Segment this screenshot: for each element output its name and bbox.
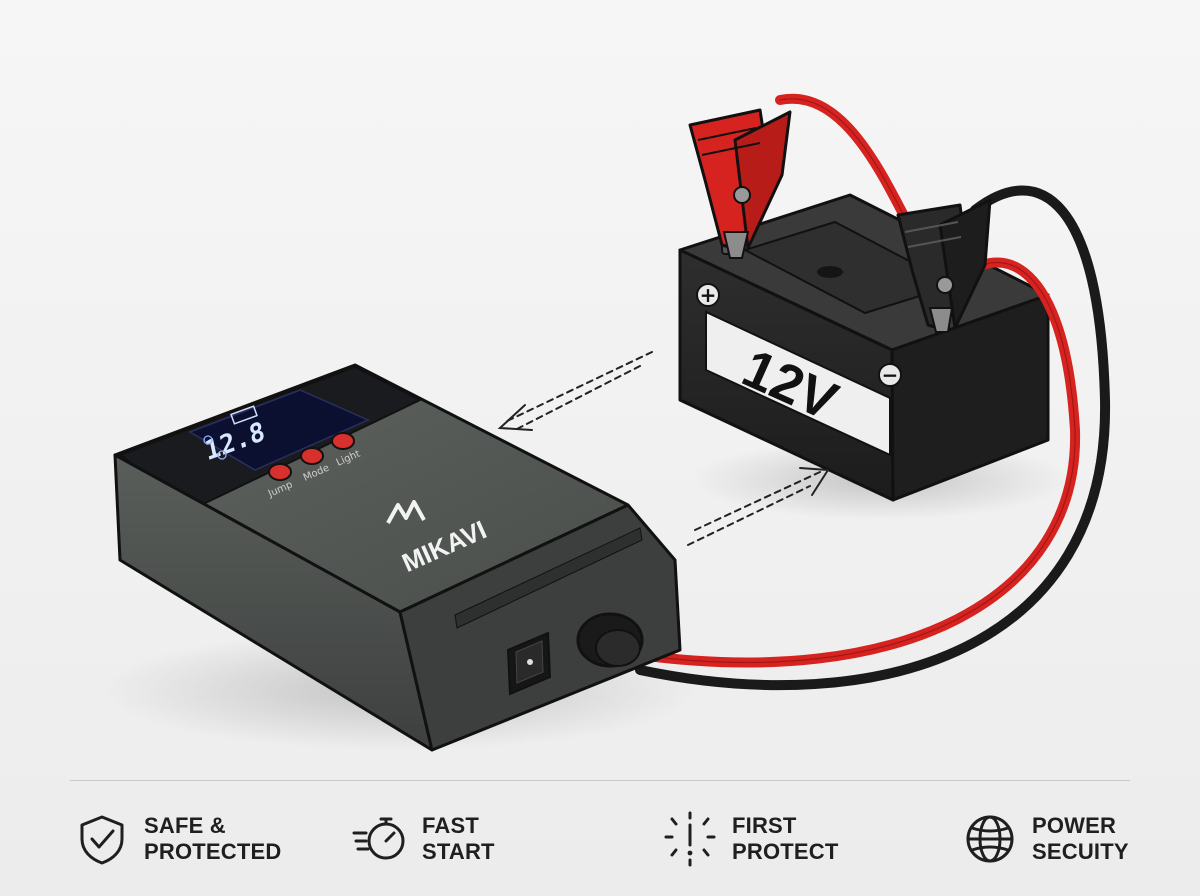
feature-divider [70, 780, 1130, 781]
negative-terminal-marker [878, 363, 902, 387]
side-label-strip [454, 527, 643, 629]
negative-cable [635, 185, 1111, 691]
battery-vent-cap [817, 266, 843, 278]
globe-icon [966, 815, 1014, 863]
feature-power-security: POWER SECUITY [960, 807, 1129, 871]
battery-side [890, 293, 1050, 502]
feature-first-protect: FIRST PROTECT [660, 807, 839, 871]
moto-icon [217, 450, 227, 460]
arrow-device-to-battery-2 [687, 485, 811, 546]
feature-safe-protected: SAFE & PROTECTED [72, 807, 281, 871]
cable-port [576, 612, 644, 668]
arrow-head-right [799, 467, 830, 496]
product-illustration: 12V + − [100, 93, 1111, 752]
negative-mark: − [882, 363, 899, 387]
positive-clamp [688, 108, 792, 259]
positive-mark: + [700, 283, 717, 307]
mode-button[interactable] [300, 447, 324, 465]
stopwatch-speed-icon [352, 817, 405, 860]
feature-fast-start: FAST START [350, 807, 495, 871]
feature-label: FIRST PROTECT [732, 813, 839, 864]
arrow-head-left [497, 404, 533, 431]
feature-label: SAFE & PROTECTED [144, 813, 282, 864]
jump-button[interactable] [268, 463, 292, 481]
arrow-battery-to-device-2 [514, 365, 641, 431]
lcd-screen: 12.8 [188, 389, 370, 471]
battery-label-panel [705, 310, 891, 457]
feature-row: SAFE & PROTECTED FAST START FIRST PROTE [0, 795, 1200, 885]
arrow-battery-to-device [504, 351, 653, 423]
jump-starter: 12.8 Jump Mode Light MIKAVI [113, 363, 682, 752]
feature-label: POWER SECUITY [1032, 813, 1129, 864]
positive-cable-outline [639, 98, 1076, 664]
light-button[interactable] [331, 432, 355, 450]
battery-level-icon [230, 405, 258, 425]
car-icon [203, 435, 213, 445]
positive-terminal-marker [696, 283, 720, 307]
shield-check-icon [80, 815, 124, 865]
alert-burst-icon [664, 811, 716, 867]
arrow-device-to-battery [694, 471, 821, 531]
negative-clamp [896, 198, 992, 333]
power-flow-arrows [497, 351, 830, 546]
device-end-face [398, 503, 682, 752]
brand-mark-icon [386, 500, 426, 524]
feature-label: FAST START [422, 813, 495, 864]
power-switch[interactable] [506, 631, 552, 696]
